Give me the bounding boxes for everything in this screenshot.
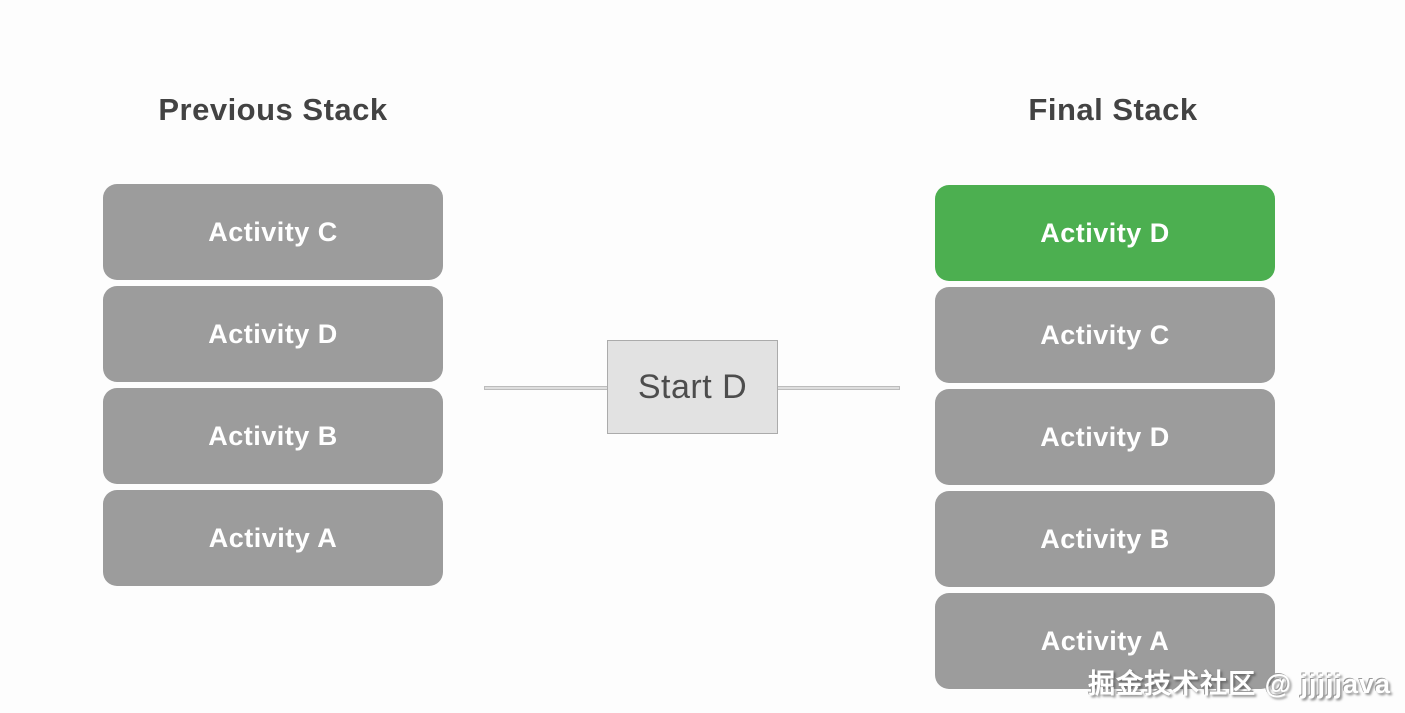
final-stack-item: Activity D: [935, 389, 1275, 485]
previous-stack-item: Activity D: [103, 286, 443, 382]
start-d-action-box: Start D: [607, 340, 778, 434]
previous-stack-item: Activity A: [103, 490, 443, 586]
final-stack: Activity D Activity C Activity D Activit…: [935, 185, 1275, 689]
previous-stack: Activity C Activity D Activity B Activit…: [103, 184, 443, 586]
previous-stack-item: Activity B: [103, 388, 443, 484]
final-stack-item: Activity B: [935, 491, 1275, 587]
previous-stack-item: Activity C: [103, 184, 443, 280]
watermark: 掘金技术社区 @ jjjjjava: [1088, 669, 1391, 699]
final-stack-item: Activity C: [935, 287, 1275, 383]
final-stack-item: Activity A: [935, 593, 1275, 689]
final-stack-title: Final Stack: [1028, 92, 1198, 127]
final-stack-item-highlighted: Activity D: [935, 185, 1275, 281]
previous-stack-title: Previous Stack: [158, 92, 388, 127]
